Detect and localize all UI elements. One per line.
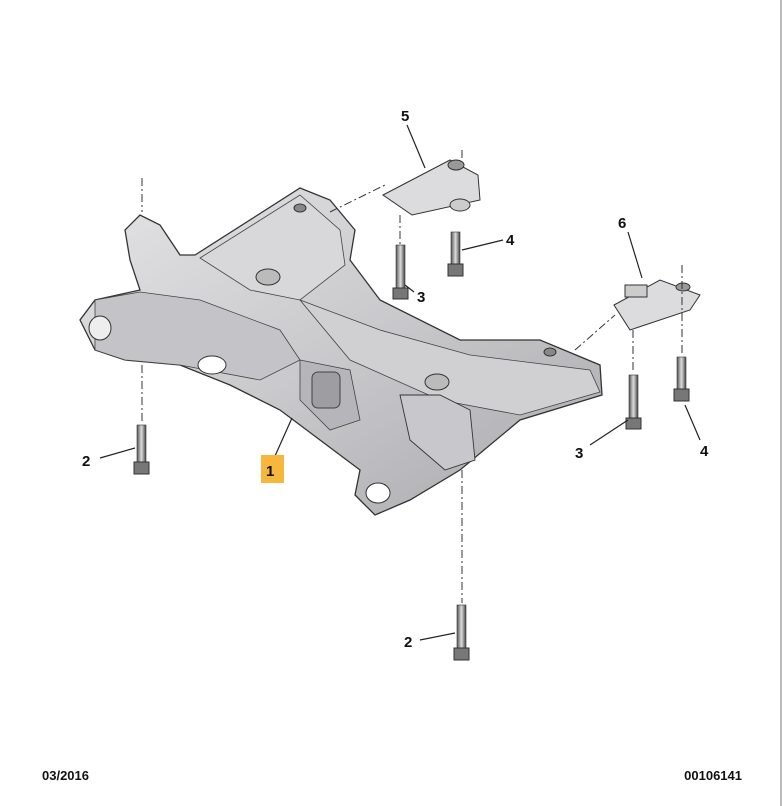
callout-1: 1 — [266, 463, 274, 480]
bolts — [133, 231, 690, 661]
frame-border — [780, 0, 782, 806]
callout-5: 5 — [401, 108, 409, 125]
bracket-6 — [613, 279, 701, 331]
subframe — [79, 187, 603, 516]
leader-lines — [99, 124, 701, 641]
axis-lines — [141, 150, 683, 603]
callout-6: 6 — [618, 215, 626, 232]
diagram-reference: 00106141 — [684, 768, 742, 783]
bracket-5 — [382, 159, 481, 216]
callout-2-bottom: 2 — [404, 634, 412, 651]
diagram-date: 03/2016 — [42, 768, 89, 783]
callout-4-right: 4 — [700, 443, 709, 460]
callout-1-highlight — [261, 455, 284, 483]
callout-3-right: 3 — [575, 445, 583, 462]
callout-3-top: 3 — [417, 289, 425, 306]
callout-2-left: 2 — [82, 453, 90, 470]
callout-4-top: 4 — [506, 232, 515, 249]
